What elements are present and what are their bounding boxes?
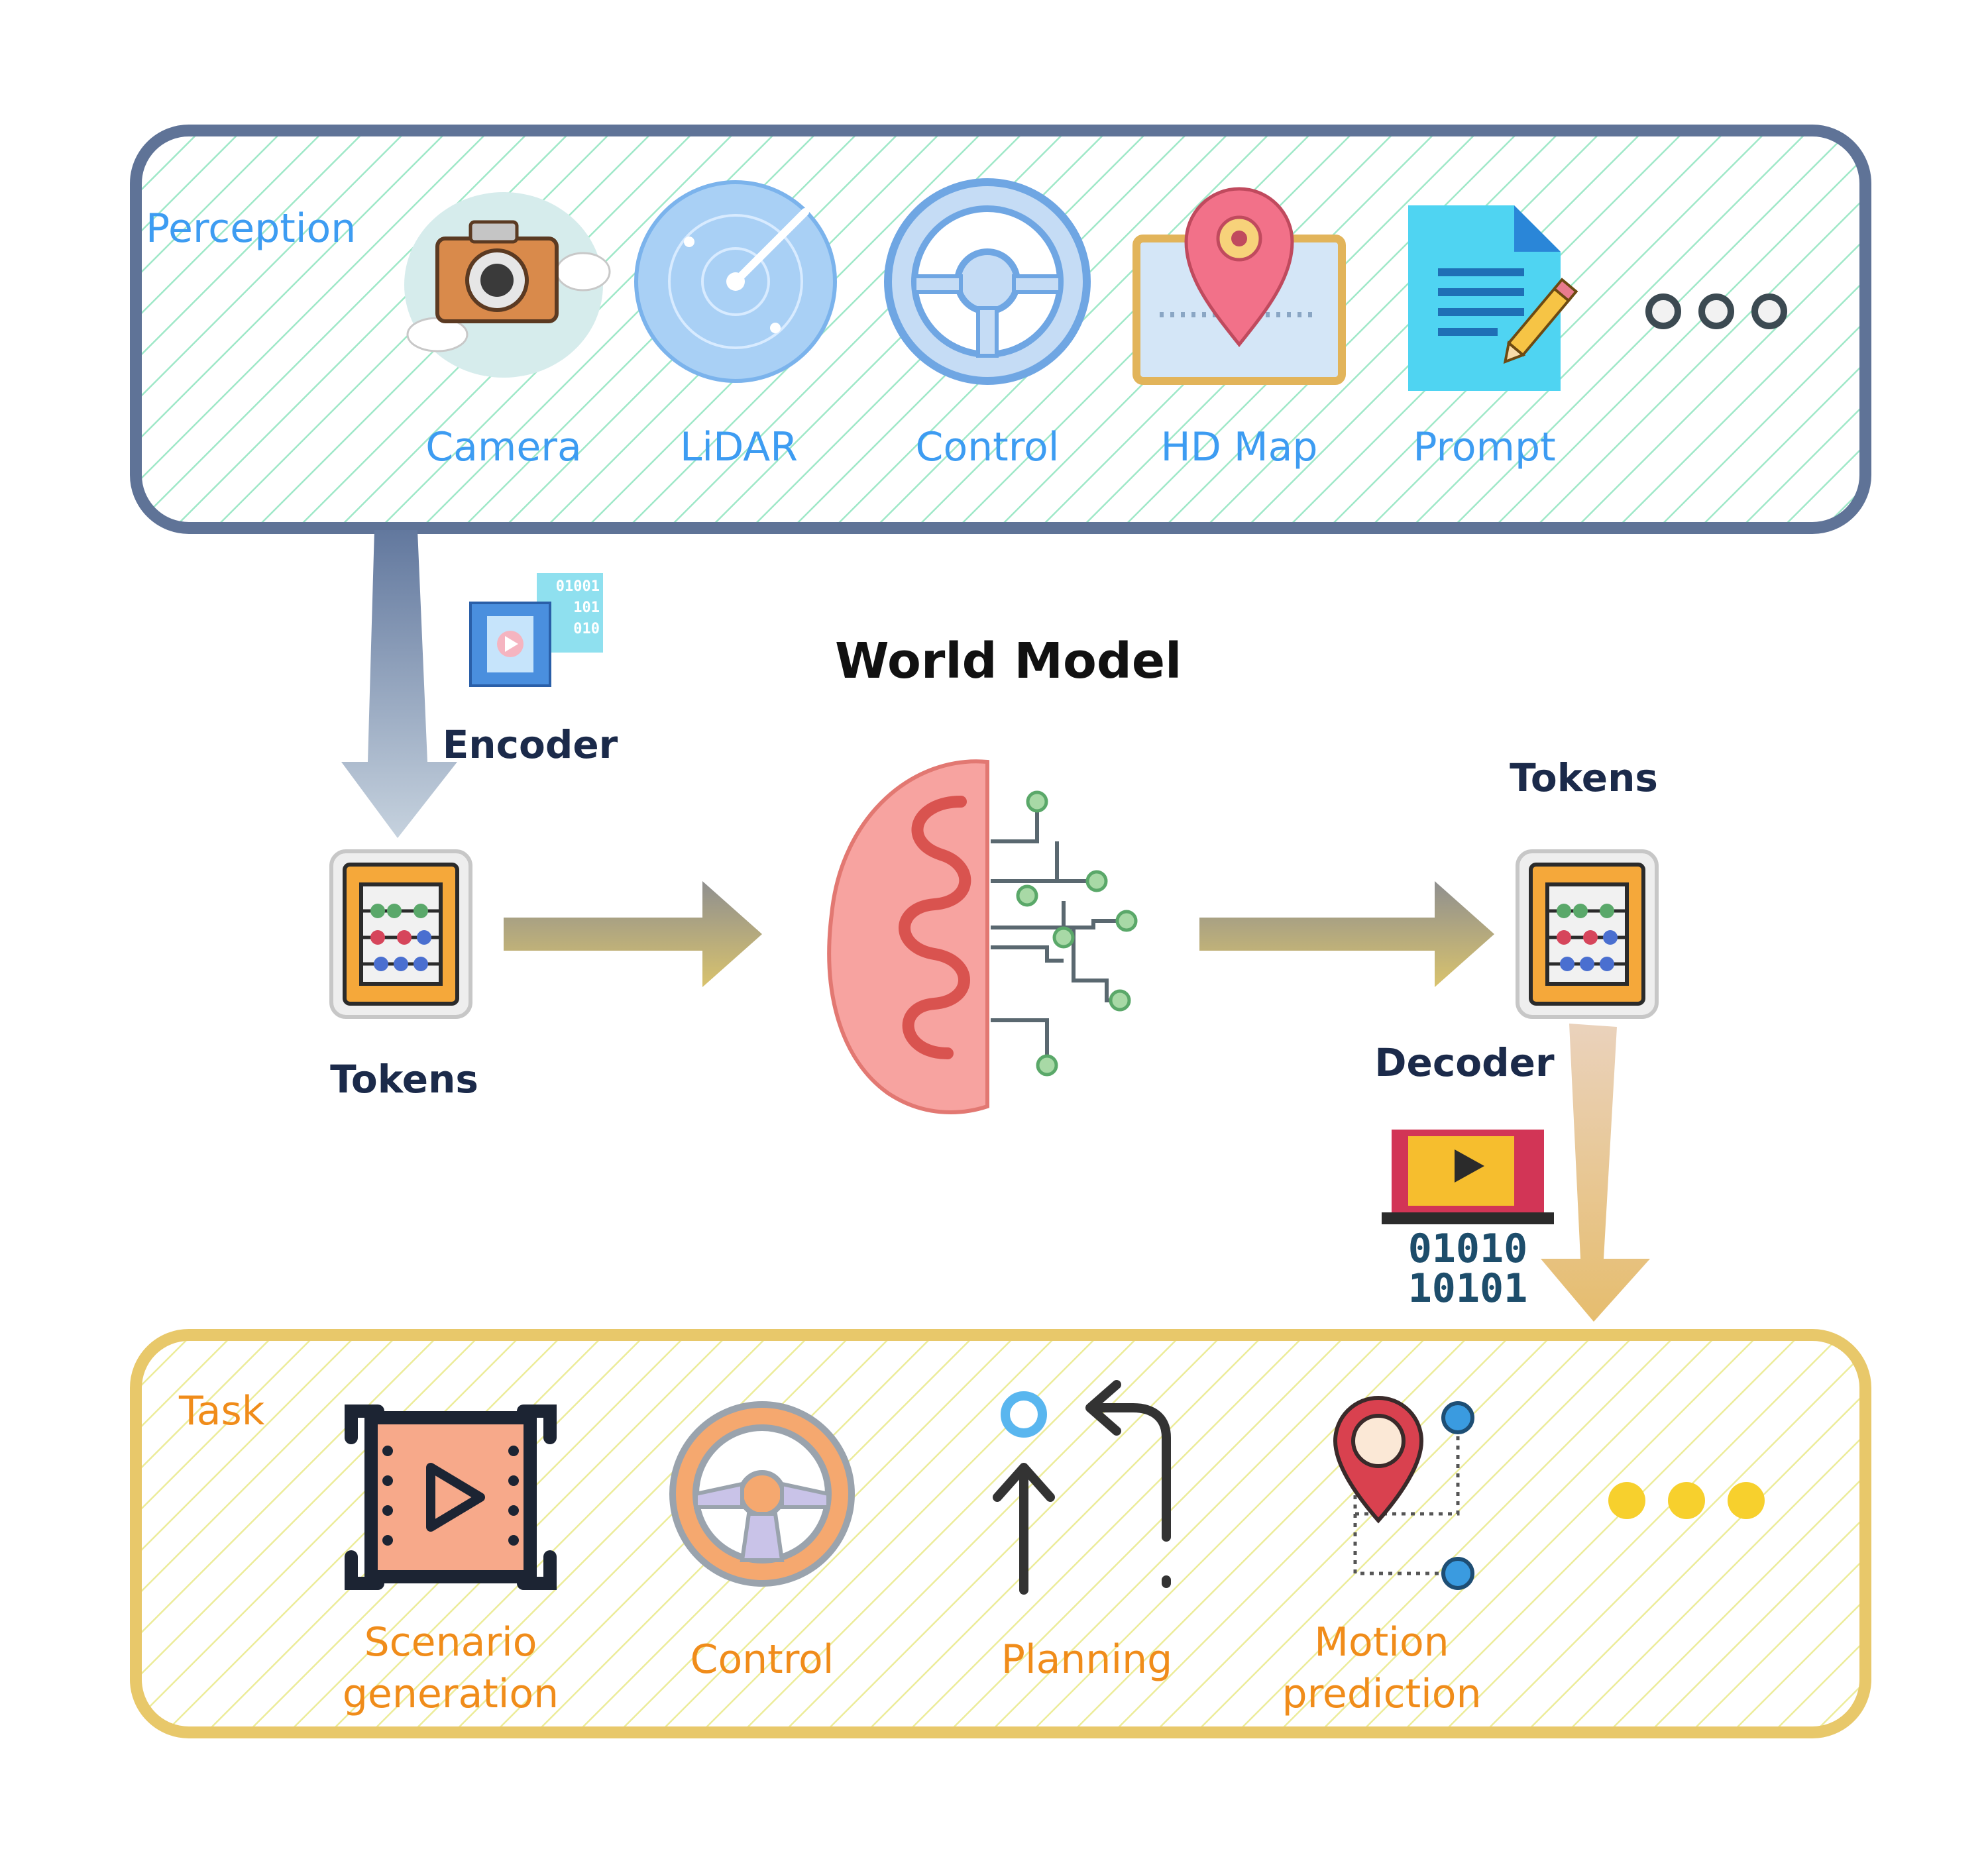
abacus-icon (329, 849, 472, 1019)
task-item-label: Scenario generation (331, 1616, 570, 1720)
task-item-label: Planning (1001, 1636, 1173, 1683)
task-item-label: Motion prediction (1262, 1616, 1501, 1720)
ellipsis-icon (1645, 293, 1787, 329)
document-pencil-icon (1408, 205, 1578, 391)
decoder-binary-line: 10101 (1408, 1265, 1528, 1312)
camera-icon (404, 192, 611, 378)
decoder-label: Decoder (1374, 1040, 1555, 1085)
video-binary-icon (1382, 1130, 1554, 1224)
perception-item-label: Prompt (1413, 424, 1556, 470)
steering-wheel-icon (669, 1401, 855, 1587)
encoder-label: Encoder (442, 722, 618, 767)
tokens-left-label: Tokens (330, 1057, 478, 1102)
tokens-to-model-arrow (504, 881, 762, 987)
radar-icon (634, 180, 837, 383)
world-model-title: World Model (835, 633, 1182, 690)
decoder-arrow (1541, 1024, 1650, 1322)
decoder-binary: 01010 10101 (1385, 1229, 1551, 1308)
task-item-label-line: Scenario (364, 1619, 537, 1666)
encoder-binary-line: 010 (573, 621, 600, 637)
route-pin-icon (1333, 1396, 1474, 1590)
decoder-binary-line: 01010 (1408, 1226, 1528, 1272)
perception-item-label: LiDAR (680, 424, 798, 470)
brain-circuit-icon (827, 759, 1138, 1114)
encoder-binary-line: 01001 (555, 578, 600, 595)
encoder-arrow (341, 530, 457, 838)
task-panel (130, 1329, 1871, 1738)
steering-wheel-icon (884, 178, 1091, 385)
task-item-label: Control (690, 1636, 834, 1683)
task-title: Task (179, 1388, 265, 1434)
turn-arrows-icon (993, 1380, 1171, 1595)
perception-item-label: HD Map (1160, 424, 1318, 470)
perception-item-label: Control (915, 424, 1060, 470)
task-item-label-line: prediction (1282, 1671, 1482, 1717)
perception-item-label: Camera (425, 424, 582, 470)
ellipsis-icon (1608, 1482, 1765, 1519)
map-pin-icon (1132, 187, 1346, 385)
tokens-right-label: Tokens (1510, 755, 1658, 800)
task-item-label-line: Motion (1314, 1619, 1449, 1666)
video-binary-icon (469, 573, 603, 687)
abacus-icon (1516, 849, 1659, 1019)
encoder-binary: 01001 101 010 (533, 576, 600, 640)
encoder-binary-line: 101 (573, 600, 600, 616)
video-play-icon (345, 1404, 557, 1590)
task-item-label-line: generation (342, 1671, 559, 1717)
model-to-tokens-arrow (1199, 881, 1494, 987)
perception-title: Perception (146, 205, 357, 252)
